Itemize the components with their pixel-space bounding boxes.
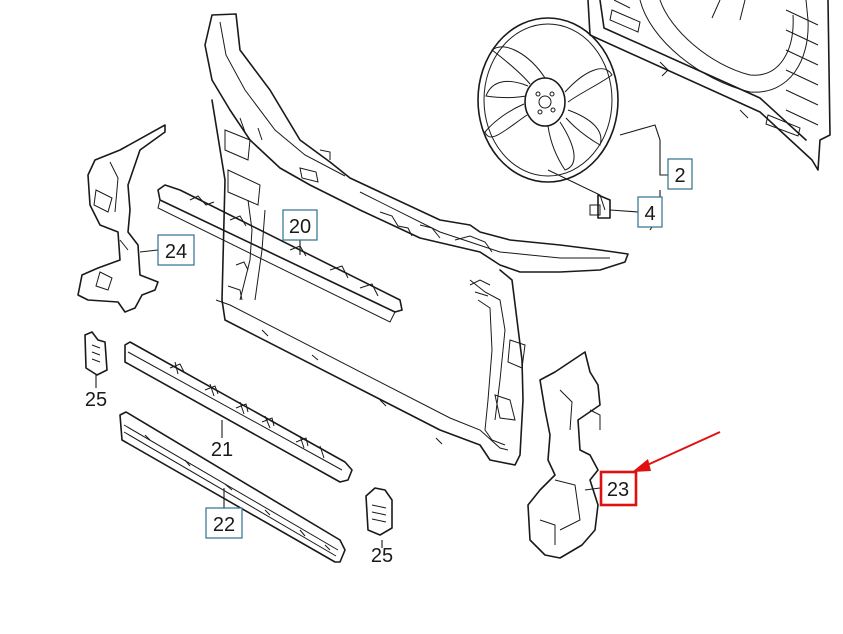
lock-carrier-frame [204, 13, 629, 466]
callout-2[interactable]: 2 [667, 158, 693, 190]
callout-22[interactable]: 22 [205, 507, 243, 539]
cooling-fan [477, 17, 619, 219]
callout-label: 25 [85, 389, 107, 411]
callout-25-left[interactable]: 25 [85, 389, 107, 411]
fan-shroud [587, 0, 831, 171]
upper-bracket [157, 184, 403, 323]
callout-label: 21 [211, 439, 233, 461]
callout-label: 24 [165, 241, 187, 263]
callout-25-right[interactable]: 25 [371, 545, 393, 567]
callout-4[interactable]: 4 [637, 196, 663, 228]
clip-left [84, 331, 108, 376]
callout-23[interactable]: 23 [599, 470, 638, 507]
callout-20[interactable]: 20 [282, 209, 318, 241]
highlight-arrow [632, 431, 721, 472]
callout-24[interactable]: 24 [157, 234, 195, 266]
callout-label: 4 [644, 203, 655, 225]
callout-label: 23 [607, 479, 629, 501]
lower-strip [119, 411, 346, 563]
clip-right [365, 487, 393, 536]
callout-label: 25 [371, 545, 393, 567]
leader-lines [95, 124, 668, 548]
right-air-guide [527, 351, 601, 559]
callout-label: 22 [213, 514, 235, 536]
callout-label: 2 [674, 165, 685, 187]
callout-label: 20 [289, 216, 311, 238]
left-air-guide [77, 124, 166, 313]
trim-strip [124, 341, 353, 483]
callout-21[interactable]: 21 [211, 439, 233, 461]
